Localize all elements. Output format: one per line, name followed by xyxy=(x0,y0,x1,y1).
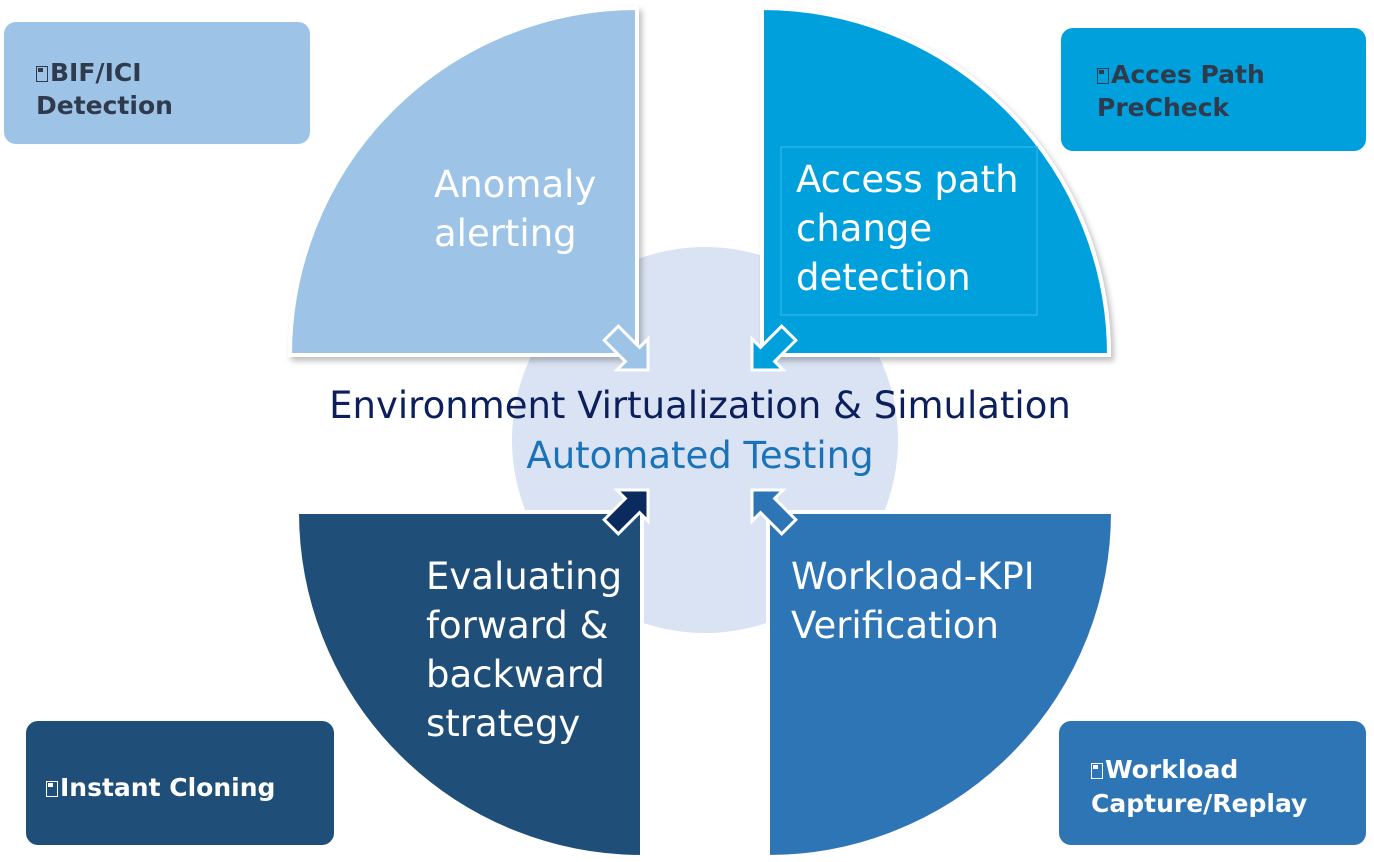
corner-box-top-right: Acces Path PreCheck xyxy=(1061,28,1366,151)
quadrant-text-line: strategy xyxy=(426,702,581,745)
corner-text-line: Instant Cloning xyxy=(60,773,276,802)
quadrant-bottom-left xyxy=(294,510,644,860)
quadrant-bottom-left-label: Evaluating forward & backward strategy xyxy=(426,552,622,748)
corner-text-line: Capture/Replay xyxy=(1091,789,1308,818)
corner-text-line: BIF/ICI xyxy=(50,58,142,87)
quadrant-top-right xyxy=(760,5,1112,357)
quadrant-top-left-label: Anomaly alerting xyxy=(434,160,596,258)
arrow-bottom-right xyxy=(750,488,798,536)
quadrant-text-line: forward & xyxy=(426,604,609,647)
quadrant-text-line: detection xyxy=(796,256,971,299)
center-subtitle: Automated Testing xyxy=(526,434,874,477)
document-bullet-icon xyxy=(1091,763,1103,779)
text-frame xyxy=(780,146,1038,316)
corner-text-line: Acces Path xyxy=(1111,60,1265,89)
arrow-bottom-left xyxy=(602,488,650,536)
quadrant-text-line: alerting xyxy=(434,212,577,255)
quadrant-text-line: change xyxy=(796,207,933,250)
arrow-top-right xyxy=(750,324,798,372)
center-title: Environment Virtualization & Simulation xyxy=(329,384,1071,427)
quadrant-top-right-label: Access path change detection xyxy=(796,155,1019,302)
document-bullet-icon xyxy=(1097,68,1109,84)
arrow-top-left xyxy=(602,324,650,372)
corner-text-line: Workload xyxy=(1105,755,1239,784)
quadrant-bottom-right xyxy=(766,510,1116,860)
corner-text-line: Detection xyxy=(36,91,173,120)
quadrant-bottom-right-label: Workload-KPI Verification xyxy=(791,552,1035,650)
document-bullet-icon xyxy=(46,781,58,797)
quadrant-top-left xyxy=(287,5,639,357)
quadrant-text-line: Evaluating xyxy=(426,555,623,598)
corner-box-bottom-right: Workload Capture/Replay xyxy=(1059,721,1366,845)
quadrant-text-line: backward xyxy=(426,653,605,696)
corner-text-line: PreCheck xyxy=(1097,93,1230,122)
document-bullet-icon xyxy=(36,66,48,82)
quadrant-text-line: Workload-KPI xyxy=(791,555,1035,598)
corner-box-bottom-left: Instant Cloning xyxy=(26,721,334,845)
quadrant-text-line: Verification xyxy=(791,604,999,647)
quadrant-text-line: Anomaly xyxy=(434,163,597,206)
quadrant-text-line: Access path xyxy=(796,158,1019,201)
corner-box-top-left: BIF/ICI Detection xyxy=(4,22,310,144)
